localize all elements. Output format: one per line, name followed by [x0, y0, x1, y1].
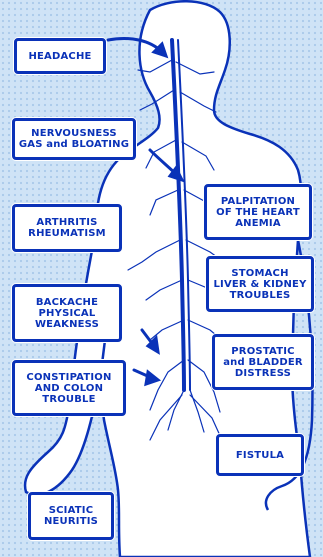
- stomach-text: STOMACH LIVER & KIDNEY TROUBLES: [213, 268, 306, 301]
- palpitation-text: PALPITATION OF THE HEART ANEMIA: [216, 196, 300, 229]
- arthritis-label: ARTHRITIS RHEUMATISM: [12, 204, 122, 252]
- nervousness-label: NERVOUSNESS GAS and BLOATING: [12, 118, 136, 160]
- nervousness-text: NERVOUSNESS GAS and BLOATING: [19, 128, 129, 150]
- stomach-label: STOMACH LIVER & KIDNEY TROUBLES: [206, 256, 314, 312]
- arthritis-text: ARTHRITIS RHEUMATISM: [28, 217, 106, 239]
- backache-label: BACKACHE PHYSICAL WEAKNESS: [12, 284, 122, 342]
- constipation-text: CONSTIPATION AND COLON TROUBLE: [26, 372, 111, 405]
- fistula-label: FISTULA: [216, 434, 304, 476]
- sciatic-text: SCIATIC NEURITIS: [44, 505, 98, 527]
- headache-label: HEADACHE: [14, 38, 106, 74]
- fistula-text: FISTULA: [236, 450, 284, 461]
- prostatic-label: PROSTATIC and BLADDER DISTRESS: [212, 334, 314, 390]
- prostatic-text: PROSTATIC and BLADDER DISTRESS: [223, 346, 303, 379]
- palpitation-label: PALPITATION OF THE HEART ANEMIA: [204, 184, 312, 240]
- constipation-label: CONSTIPATION AND COLON TROUBLE: [12, 360, 126, 416]
- headache-text: HEADACHE: [28, 51, 91, 62]
- sciatic-label: SCIATIC NEURITIS: [28, 492, 114, 540]
- backache-text: BACKACHE PHYSICAL WEAKNESS: [35, 297, 99, 330]
